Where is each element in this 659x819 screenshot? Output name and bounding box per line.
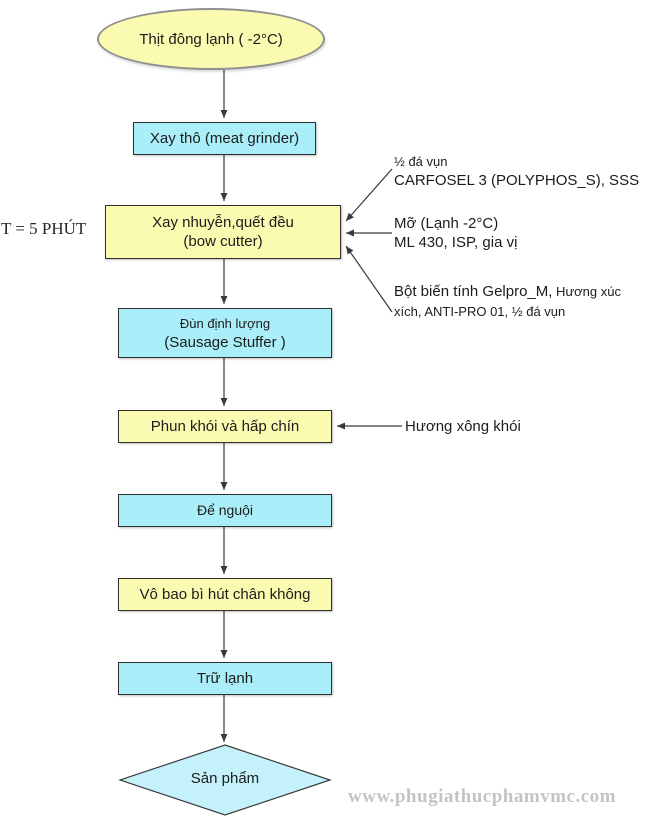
time-label: T = 5 PHÚT [1,219,87,238]
node-tru-lanh-label: Trữ lạnh [196,670,254,687]
node-phun-khoi: Phun khói và hấp chín [118,410,332,443]
annotation-ingredients-1-line2: CARFOSEL 3 (POLYPHOS_S), SSS [394,172,640,189]
node-start: Thịt đông lạnh ( -2°C) [97,8,325,70]
node-xay-tho-label: Xay thô (meat grinder) [149,130,300,147]
node-xay-nhuyen-line2: (bow cutter) [183,233,263,250]
annotation-ingredients-2: Mỡ (Lạnh -2°C) ML 430, ISP, gia vị [394,214,517,252]
node-tru-lanh: Trữ lạnh [118,662,332,695]
node-dun-dinh-luong-line2: (Sausage Stuffer ) [164,334,286,351]
node-phun-khoi-label: Phun khói và hấp chín [150,418,300,435]
node-dun-dinh-luong-line1: Đùn định lượng [179,316,271,331]
node-xay-nhuyen: Xay nhuyễn,quết đều (bow cutter) [105,205,341,259]
annotation-smoke-flavor: Hương xông khói [405,418,521,435]
annotation-ingredients-3-small: Hương xúc xích, ANTI-PRO 01, ½ đá vụn [394,284,621,319]
node-de-nguoi-label: Để nguội [196,502,254,518]
watermark: www.phugiathucphamvmc.com [348,786,616,807]
node-xay-tho: Xay thô (meat grinder) [133,122,316,155]
node-vo-bao-bi-label: Vô bao bì hút chân không [139,586,311,603]
node-de-nguoi: Để nguội [118,494,332,527]
annotation-ingredients-2-line1: Mỡ (Lạnh -2°C) [394,215,499,232]
node-san-pham-label: Sản phẩm [190,770,260,787]
node-xay-nhuyen-line1: Xay nhuyễn,quết đều [152,214,294,231]
annotation-ingredients-3: Bột biến tính Gelpro_M, Hương xúc xích, … [394,282,650,322]
node-vo-bao-bi: Vô bao bì hút chân không [118,578,332,611]
diamond-shape [118,744,332,816]
node-dun-dinh-luong: Đùn định lượng (Sausage Stuffer ) [118,308,332,358]
annotation-ingredients-2-line2: ML 430, ISP, gia vị [394,234,518,251]
annotation-ingredients-3-big: Bột biến tính Gelpro_M, [394,283,553,300]
annotation-ingredients-1-line1: ½ đá vụn [394,154,448,169]
annotation-ingredients-1: ½ đá vụn CARFOSEL 3 (POLYPHOS_S), SSS [394,152,639,190]
node-start-label: Thịt đông lạnh ( -2°C) [139,30,283,48]
